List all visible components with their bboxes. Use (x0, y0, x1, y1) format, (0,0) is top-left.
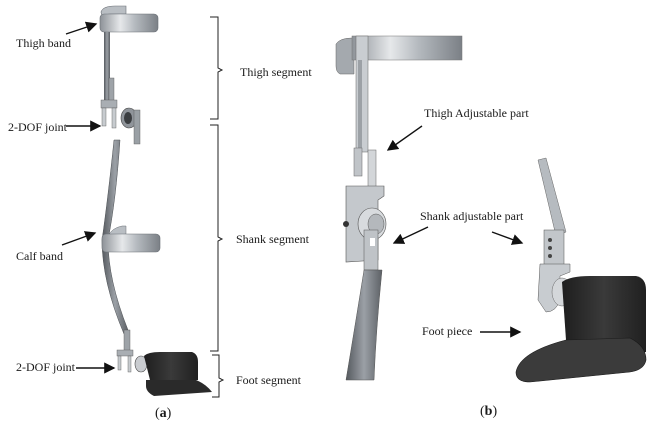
label-2dof-joint-lower: 2-DOF joint (16, 360, 76, 374)
bracket-foot (212, 354, 225, 398)
upper-joint-fork (100, 99, 118, 129)
bracket-shank (210, 124, 224, 352)
caption-a-letter: a (159, 406, 167, 421)
arrow-thigh-adjustable (386, 125, 423, 151)
thigh-band-shape (99, 5, 159, 33)
arrow-shank-adjustable-left (392, 226, 429, 244)
arrow-shank-adjustable-right (491, 231, 524, 245)
caption-a: (a) (155, 406, 172, 421)
label-shank-adjustable-part: Shank adjustable part (420, 209, 524, 223)
caption-b-letter: b (484, 404, 493, 419)
arrow-thigh-band (65, 21, 98, 35)
label-shank-segment: Shank segment (236, 232, 309, 246)
bracket-thigh (210, 16, 224, 120)
thigh-bar (104, 32, 110, 100)
label-foot-segment: Foot segment (236, 373, 301, 387)
label-foot-piece: Foot piece (422, 324, 473, 338)
label-thigh-segment: Thigh segment (240, 65, 312, 79)
figure-b-detail (335, 35, 647, 383)
figure-a-orthosis (99, 5, 212, 396)
label-2dof-joint-upper: 2-DOF joint (8, 120, 68, 134)
caption-b: (b) (480, 404, 498, 419)
calf-band-shape (101, 225, 161, 253)
foot-segment-shape (144, 352, 212, 396)
foot-piece-shape (562, 276, 646, 356)
upper-joint-disk (120, 107, 141, 145)
label-thigh-adjustable-part: Thigh Adjustable part (424, 106, 529, 120)
label-calf-band: Calf band (16, 249, 63, 263)
label-thigh-band: Thigh band (16, 36, 71, 50)
arrow-calf-band (61, 231, 97, 246)
